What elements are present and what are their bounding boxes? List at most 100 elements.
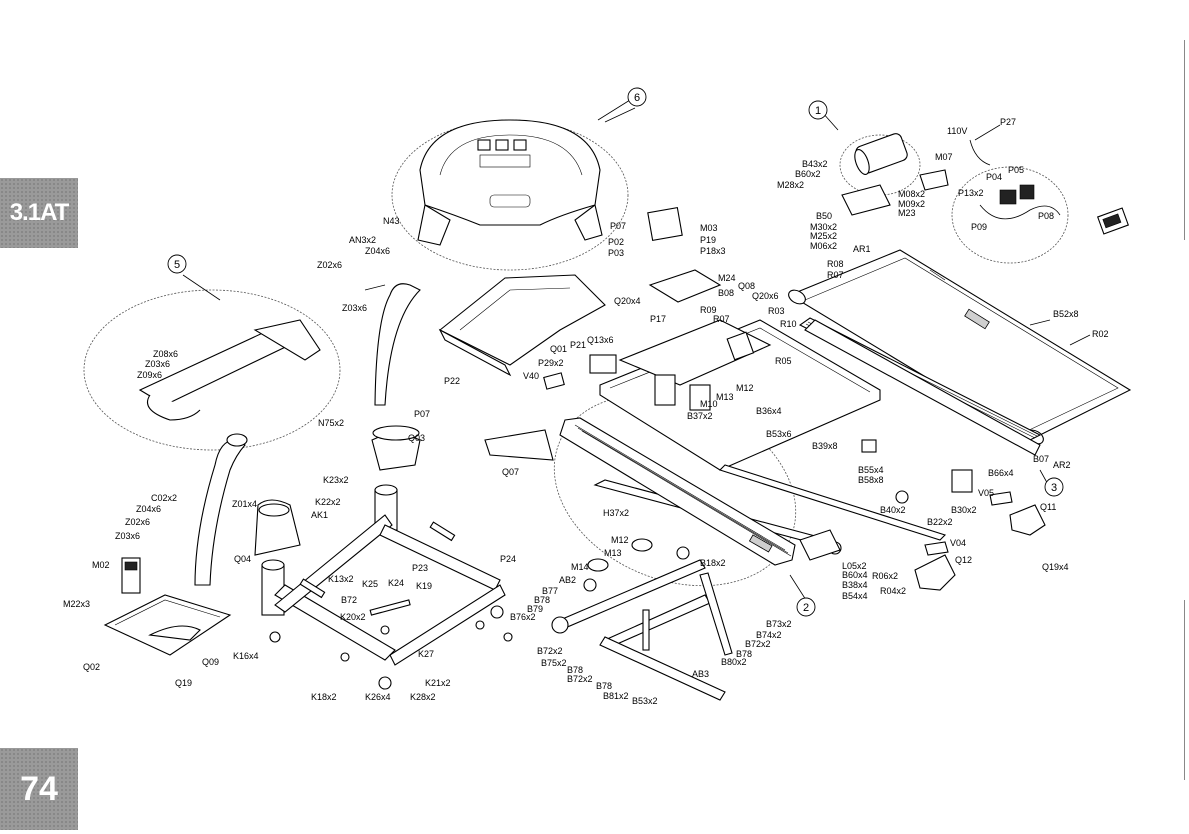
label: B58x8	[858, 475, 884, 485]
label: M10	[700, 399, 718, 409]
label: M23	[898, 208, 916, 218]
label: B37x2	[687, 411, 713, 421]
page-edge-line-top	[1184, 40, 1185, 240]
label: P22	[444, 376, 460, 386]
side-rail-left	[559, 417, 796, 566]
label: R08	[827, 259, 844, 269]
label: P17	[650, 314, 666, 324]
label: P08	[1038, 211, 1054, 221]
label: M28x2	[777, 180, 804, 190]
label: B80x2	[721, 657, 747, 667]
label: R09	[700, 305, 717, 315]
console-assembly	[417, 99, 631, 246]
label: P13x2	[958, 188, 984, 198]
label: Q20x6	[752, 291, 779, 301]
label: AB2	[559, 575, 576, 585]
incline-assembly	[503, 538, 733, 701]
label: M08x2	[898, 189, 925, 199]
motor-control-tray	[103, 557, 232, 656]
svg-text:1: 1	[815, 105, 821, 117]
label: M24	[718, 273, 736, 283]
label: Z03x6	[115, 531, 140, 541]
label: B40x2	[880, 505, 906, 515]
oval-motor	[839, 134, 921, 196]
label: P03	[608, 248, 624, 258]
label: R06x2	[872, 571, 898, 581]
label: Q12	[955, 555, 972, 565]
label: M13	[604, 548, 622, 558]
label: R07	[713, 314, 730, 324]
label: P21	[570, 340, 586, 350]
motor-hood	[438, 274, 606, 377]
callout-3: 3	[1044, 477, 1064, 497]
electronics-plate	[543, 206, 722, 390]
label: AB3	[692, 669, 709, 679]
label: B74x2	[756, 630, 782, 640]
label: K18x2	[311, 692, 337, 702]
svg-text:3: 3	[1051, 482, 1057, 494]
label: P18x3	[700, 246, 726, 256]
label: B81x2	[603, 691, 629, 701]
callout-1: 1	[808, 100, 828, 120]
label: M12	[611, 535, 629, 545]
svg-text:2: 2	[803, 602, 809, 614]
label: B72x2	[567, 674, 593, 684]
label: V40	[523, 371, 539, 381]
label: B52x8	[1053, 309, 1079, 319]
callout-2: 2	[796, 597, 816, 617]
label: Q03	[408, 433, 425, 443]
label: M12	[736, 383, 754, 393]
label: R02	[1092, 329, 1109, 339]
label: B72x2	[537, 646, 563, 656]
label: R04x2	[880, 586, 906, 596]
label: P02	[608, 237, 624, 247]
side-rail-right	[804, 319, 1041, 456]
label: B07	[1033, 454, 1049, 464]
label: M22x3	[63, 599, 90, 609]
oval-handlebar	[83, 289, 341, 451]
rear-caps	[484, 429, 1046, 591]
label: B73x2	[766, 619, 792, 629]
label: B18x2	[700, 558, 726, 568]
label: P05	[1008, 165, 1024, 175]
oval-motor-electrics	[951, 166, 1069, 264]
label: R10	[780, 319, 797, 329]
label: AN3x2	[349, 235, 376, 245]
label: P29x2	[538, 358, 564, 368]
callout-5: 5	[167, 254, 187, 274]
label: M25x2	[810, 231, 837, 241]
electrics-assembly	[969, 139, 1129, 235]
label: B39x8	[812, 441, 838, 451]
label: M13	[716, 392, 734, 402]
label: B54x4	[842, 591, 868, 601]
label: Q09	[202, 657, 219, 667]
label: K23x2	[323, 475, 349, 485]
label: B43x2	[802, 159, 828, 169]
label: Z03x6	[342, 303, 367, 313]
label: V04	[950, 538, 966, 548]
label: M03	[700, 223, 718, 233]
motor-assembly	[821, 111, 949, 216]
label: Z02x6	[317, 260, 342, 270]
label: B72	[341, 595, 357, 605]
label: Q19x4	[1042, 562, 1069, 572]
section-tab: 3.1AT	[0, 178, 78, 248]
label: P19	[700, 235, 716, 245]
label: M14	[571, 562, 589, 572]
label: P09	[971, 222, 987, 232]
label: K21x2	[425, 678, 451, 688]
label: P07	[414, 409, 430, 419]
label: B55x4	[858, 465, 884, 475]
label: Z04x6	[365, 246, 390, 256]
label: B50	[816, 211, 832, 221]
leader-lines	[182, 107, 1091, 601]
label: K28x2	[410, 692, 436, 702]
label: M02	[92, 560, 110, 570]
label: AR1	[853, 244, 871, 254]
label: P27	[1000, 117, 1016, 127]
label: Z08x6	[153, 349, 178, 359]
part-labels: P27 110V M07 P13x2 P04 P05 P08 P09 B43x2…	[63, 117, 1109, 706]
label: B36x4	[756, 406, 782, 416]
label: C02x2	[151, 493, 177, 503]
label: B60x4	[842, 570, 868, 580]
